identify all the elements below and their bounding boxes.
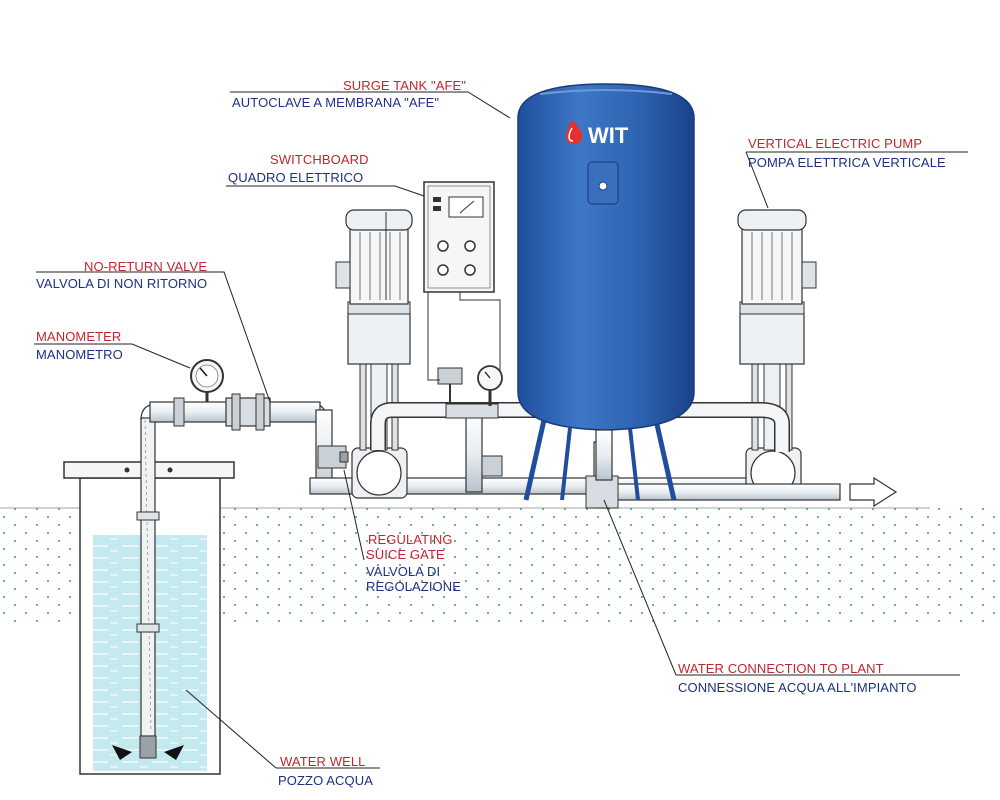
- label-surge-tank-en: SURGE TANK "AFE": [342, 78, 466, 93]
- label-well-it: POZZO ACQUA: [278, 773, 374, 788]
- water-drop-logo-icon: [566, 120, 582, 144]
- label-valve-en: NO-RETURN VALVE: [84, 259, 208, 274]
- logo-text: WIT: [588, 123, 629, 148]
- label-gate-it-1: VALVOLA DI: [366, 564, 441, 579]
- discharge-manifold: [370, 365, 898, 509]
- label-manometer-en: MANOMETER: [36, 329, 122, 344]
- surge-tank: WIT: [517, 83, 695, 501]
- right-pump: [737, 209, 817, 499]
- water-well: [63, 417, 235, 775]
- label-switchboard-en: SWITCHBOARD: [270, 152, 369, 167]
- label-connection-en: WATER CONNECTION TO PLANT: [678, 661, 884, 676]
- label-pump-en: VERTICAL ELECTRIC PUMP: [748, 136, 923, 151]
- switchboard: [385, 181, 501, 381]
- label-well-en: WATER WELL: [280, 754, 366, 769]
- label-pump-it: POMPA ELETTRICA VERTICALE: [748, 155, 946, 170]
- label-gate-it-2: REGOLAZIONE: [366, 579, 462, 594]
- label-valve-it: VALVOLA DI NON RITORNO: [36, 276, 208, 291]
- label-gate-en-2: SUICE GATE: [366, 547, 445, 562]
- label-surge-tank-it: AUTOCLAVE A MEMBRANA "AFE": [232, 95, 440, 110]
- label-switchboard-it: QUADRO ELETTRICO: [228, 170, 364, 185]
- label-connection-it: CONNESSIONE ACQUA ALL'IMPIANTO: [678, 680, 917, 695]
- label-manometer-it: MANOMETRO: [36, 347, 123, 362]
- label-gate-en-1: REGULATING: [368, 532, 453, 547]
- flow-arrow-icon: [849, 476, 898, 508]
- leader-lines: [34, 91, 968, 769]
